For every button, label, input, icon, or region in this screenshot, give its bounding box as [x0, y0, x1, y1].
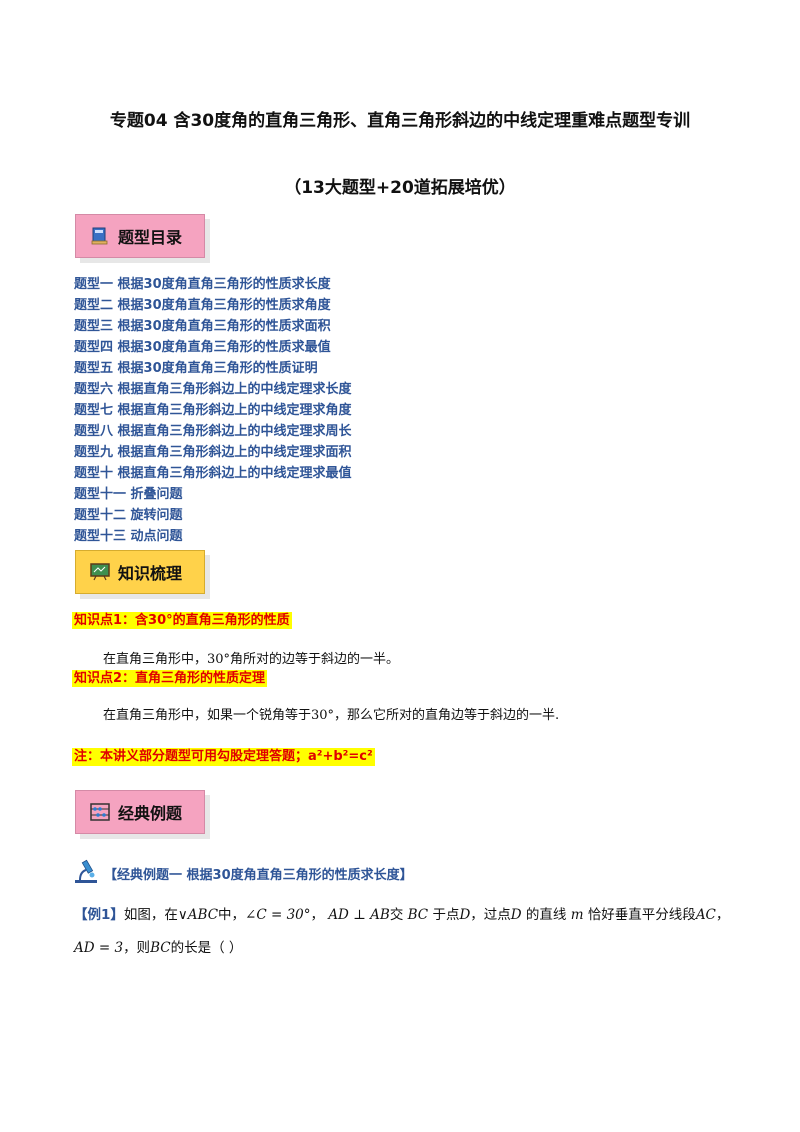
problem-text: 的长是（ ）: [170, 940, 243, 956]
toc-item[interactable]: 题型九 根据直角三角形斜边上的中线定理求面积: [74, 445, 352, 460]
toc-badge: 题型目录: [75, 214, 205, 258]
book-icon: [90, 227, 110, 245]
toc-item[interactable]: 题型五 根据30度角直角三角形的性质证明: [74, 361, 318, 376]
problem-text: 中，: [218, 907, 246, 923]
abacus-icon: [90, 803, 110, 821]
problem-math: BC: [407, 907, 429, 923]
problem-math: m: [570, 907, 584, 923]
page-title: 专题04 含30度角的直角三角形、直角三角形斜边的中线定理重难点题型专训: [109, 111, 691, 131]
knowledge-badge: 知识梳理: [75, 550, 205, 594]
toc-item[interactable]: 题型十一 折叠问题: [74, 487, 183, 502]
problem-math: ∠C = 30°: [245, 907, 311, 923]
page-subtitle: （13大题型+20道拓展培优）: [284, 178, 516, 198]
toc-item[interactable]: 题型十 根据直角三角形斜边上的中线定理求最值: [74, 466, 352, 481]
toc-item[interactable]: 题型十二 旋转问题: [74, 508, 183, 523]
example-heading-text: 【经典例题一 根据30度角直角三角形的性质求长度】: [104, 867, 413, 883]
toc-item[interactable]: 题型十三 动点问题: [74, 529, 183, 544]
toc-item[interactable]: 题型三 根据30度角直角三角形的性质求面积: [74, 319, 331, 334]
problem-text: 恰好垂直平分线段: [587, 907, 696, 923]
example-tag: 【例1】: [74, 907, 124, 923]
problem-math: ∨ABC: [177, 907, 219, 923]
knowledge-badge-label: 知识梳理: [118, 564, 183, 583]
knowledge-point-2-title: 知识点2：直角三角形的性质定理: [72, 670, 268, 687]
knowledge-point-1-text: 在直角三角形中，30°角所对的边等于斜边的一半。: [103, 652, 400, 667]
problem-text: ，: [715, 907, 730, 923]
toc-badge-label: 题型目录: [118, 228, 183, 247]
toc-list: 题型一 根据30度角直角三角形的性质求长度 题型二 根据30度角直角三角形的性质…: [74, 274, 352, 547]
microscope-icon: [72, 858, 100, 888]
problem-math: D: [510, 907, 522, 923]
problem-text: 于点: [432, 907, 460, 923]
problem-math: D: [459, 907, 471, 923]
example-heading: 【经典例题一 根据30度角直角三角形的性质求长度】: [72, 858, 413, 888]
toc-item[interactable]: 题型二 根据30度角直角三角形的性质求角度: [74, 298, 331, 313]
example-problem-line-2: AD = 3，则BC的长是（ ）: [74, 936, 242, 956]
formula-note: 注：本讲义部分题型可用勾股定理答题；a²+b²=c²: [72, 748, 375, 766]
problem-math: AC: [695, 907, 716, 923]
examples-badge: 经典例题: [75, 790, 205, 834]
example-problem-line-1: 【例1】如图，在∨ABC中，∠C = 30°， AD ⊥ AB交 BC 于点D，…: [74, 903, 729, 923]
problem-text: 的直线: [525, 907, 567, 923]
problem-text: ，过点: [470, 907, 511, 923]
problem-math: BC: [150, 940, 171, 956]
toc-item[interactable]: 题型八 根据直角三角形斜边上的中线定理求周长: [74, 424, 352, 439]
toc-item[interactable]: 题型四 根据30度角直角三角形的性质求最值: [74, 340, 331, 355]
problem-text: 交: [389, 907, 404, 923]
examples-badge-label: 经典例题: [118, 804, 183, 823]
chalkboard-icon: [90, 563, 110, 581]
problem-text: ，则: [123, 940, 151, 956]
problem-text: ，: [310, 907, 325, 923]
problem-math: AD = 3: [74, 940, 124, 956]
knowledge-point-2-text: 在直角三角形中，如果一个锐角等于30°，那么它所对的直角边等于斜边的一半.: [103, 708, 560, 723]
problem-text: 如图，在: [123, 907, 178, 923]
toc-item[interactable]: 题型六 根据直角三角形斜边上的中线定理求长度: [74, 382, 352, 397]
problem-math: AD ⊥ AB: [328, 907, 390, 923]
toc-item[interactable]: 题型一 根据30度角直角三角形的性质求长度: [74, 277, 331, 292]
toc-item[interactable]: 题型七 根据直角三角形斜边上的中线定理求角度: [74, 403, 352, 418]
knowledge-point-1-title: 知识点1：含30°的直角三角形的性质: [72, 612, 292, 629]
